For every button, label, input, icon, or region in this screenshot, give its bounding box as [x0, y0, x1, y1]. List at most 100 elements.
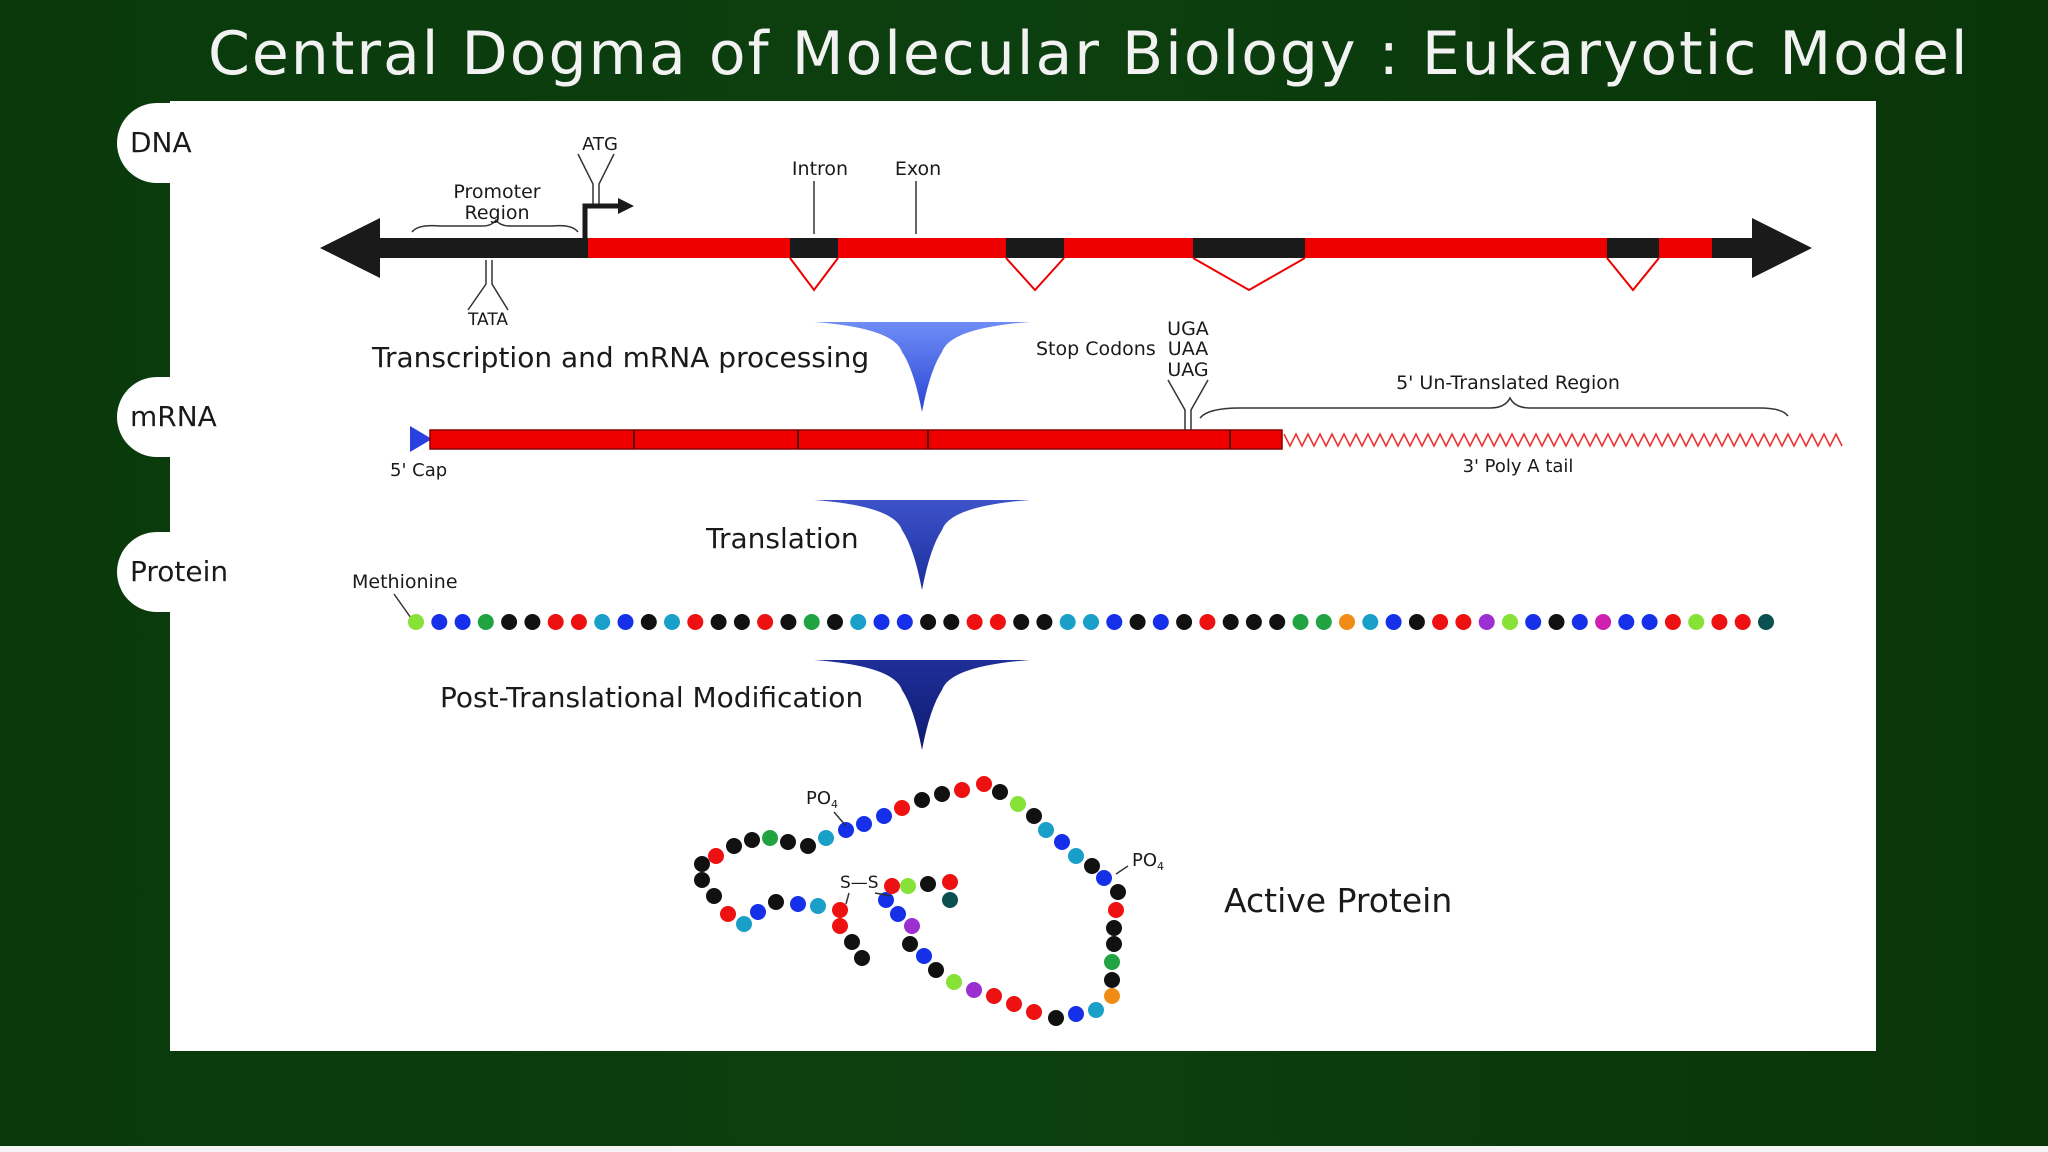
- diagram-panel: [170, 101, 1876, 1051]
- folded-amino-acid-bead: [976, 776, 992, 792]
- slide-title: Central Dogma of Molecular Biology : Euk…: [208, 19, 1970, 89]
- amino-acid-bead: [1525, 614, 1542, 630]
- folded-amino-acid-bead: [838, 822, 854, 838]
- amino-acid-bead: [710, 614, 727, 630]
- dna-exon-5: [1659, 238, 1712, 258]
- folded-amino-acid-bead: [946, 974, 962, 990]
- amino-acid-bead: [524, 614, 541, 630]
- amino-acid-bead: [1548, 614, 1565, 630]
- dna-right-arrowhead: [1752, 218, 1812, 278]
- folded-amino-acid-bead: [914, 792, 930, 808]
- folded-amino-acid-bead: [856, 816, 872, 832]
- folded-amino-acid-bead: [844, 934, 860, 950]
- folded-amino-acid-bead: [818, 830, 834, 846]
- folded-amino-acid-bead: [790, 896, 806, 912]
- folded-amino-acid-bead: [1110, 884, 1126, 900]
- folded-protein: [694, 776, 1126, 1026]
- amino-acid-bead: [1152, 614, 1169, 630]
- dna-exon-1: [588, 238, 790, 258]
- folded-amino-acid-bead: [928, 962, 944, 978]
- splice-mark-2: [1005, 257, 1065, 292]
- amino-acid-bead: [896, 614, 913, 630]
- amino-acid-bead: [1664, 614, 1681, 630]
- amino-acid-bead: [1455, 614, 1472, 630]
- amino-acid-bead: [1734, 614, 1751, 630]
- folded-amino-acid-bead: [1108, 902, 1124, 918]
- folded-amino-acid-bead: [986, 988, 1002, 1004]
- amino-acid-bead: [1199, 614, 1216, 630]
- folded-amino-acid-bead: [736, 916, 752, 932]
- transcription-arrow: [814, 322, 1030, 412]
- amino-acid-bead: [1036, 614, 1053, 630]
- polya-label: 3' Poly A tail: [1463, 456, 1574, 477]
- amino-acid-bead: [1595, 614, 1612, 630]
- folded-amino-acid-bead: [780, 834, 796, 850]
- folded-amino-acid-bead: [1104, 954, 1120, 970]
- transcription-label: Transcription and mRNA processing: [371, 341, 869, 374]
- amino-acid-bead: [547, 614, 564, 630]
- atg-label: ATG: [582, 134, 618, 155]
- amino-acid-bead: [1408, 614, 1425, 630]
- amino-acid-bead: [780, 614, 797, 630]
- promoter-brace: [411, 218, 579, 233]
- amino-acid-bead: [1502, 614, 1518, 630]
- amino-acid-bead: [1571, 614, 1588, 630]
- amino-acid-bead: [594, 614, 611, 630]
- folded-amino-acid-bead: [694, 856, 710, 872]
- amino-acid-bead: [1245, 614, 1262, 630]
- folded-amino-acid-bead: [1084, 858, 1100, 874]
- amino-acid-bead: [477, 614, 494, 630]
- uag-label: UAG: [1167, 359, 1208, 381]
- amino-acid-chain: [408, 614, 1774, 630]
- amino-acid-bead: [1315, 614, 1332, 630]
- folded-amino-acid-bead: [1104, 988, 1120, 1004]
- amino-acid-bead: [989, 614, 1006, 630]
- amino-acid-bead: [733, 614, 750, 630]
- intron-label: Intron: [792, 158, 848, 180]
- folded-amino-acid-bead: [902, 936, 918, 952]
- folded-amino-acid-bead: [1106, 920, 1122, 936]
- amino-acid-bead: [1385, 614, 1402, 630]
- amino-acid-bead: [966, 614, 983, 630]
- amino-acid-bead: [687, 614, 704, 630]
- dna-left-arrowhead: [320, 218, 380, 278]
- amino-acid-bead: [1176, 614, 1193, 630]
- amino-acid-bead: [408, 614, 424, 630]
- folded-amino-acid-bead: [1048, 1010, 1064, 1026]
- amino-acid-bead: [803, 614, 820, 630]
- folded-amino-acid-bead: [1010, 796, 1026, 812]
- amino-acid-bead: [850, 614, 867, 630]
- tab-dna: DNA: [117, 103, 277, 183]
- amino-acid-bead: [501, 614, 518, 630]
- folded-amino-acid-bead: [894, 800, 910, 816]
- translation-arrow: [814, 500, 1030, 590]
- mrna-strand: [410, 379, 1843, 452]
- dna-exon-2: [838, 238, 1006, 258]
- folded-amino-acid-bead: [726, 838, 742, 854]
- amino-acid-bead: [943, 614, 960, 630]
- amino-acid-bead: [873, 614, 890, 630]
- amino-acid-bead: [1292, 614, 1309, 630]
- tab-protein: Protein: [117, 532, 277, 612]
- dna-exon-3: [1064, 238, 1193, 258]
- promoter-label-2: Region: [464, 202, 529, 224]
- amino-acid-bead: [1059, 614, 1076, 630]
- transcription-start-arrow: [582, 203, 620, 238]
- amino-acid-bead: [757, 614, 774, 630]
- folded-amino-acid-bead: [750, 904, 766, 920]
- exon-label: Exon: [895, 158, 941, 180]
- amino-acid-bead: [1478, 614, 1495, 630]
- folded-amino-acid-bead: [1088, 1002, 1104, 1018]
- tata-label: TATA: [467, 310, 508, 330]
- dna-strand: [320, 153, 1812, 311]
- amino-acid-bead: [1641, 614, 1658, 630]
- folded-amino-acid-bead: [1104, 972, 1120, 988]
- amino-acid-bead: [640, 614, 657, 630]
- folded-amino-acid-bead: [1106, 936, 1122, 952]
- folded-amino-acid-bead: [890, 906, 906, 922]
- folded-amino-acid-bead: [854, 950, 870, 966]
- folded-amino-acid-bead: [942, 874, 958, 890]
- methionine-label: Methionine: [352, 571, 458, 593]
- folded-amino-acid-bead: [720, 906, 736, 922]
- poly-a-tail: [1283, 432, 1843, 448]
